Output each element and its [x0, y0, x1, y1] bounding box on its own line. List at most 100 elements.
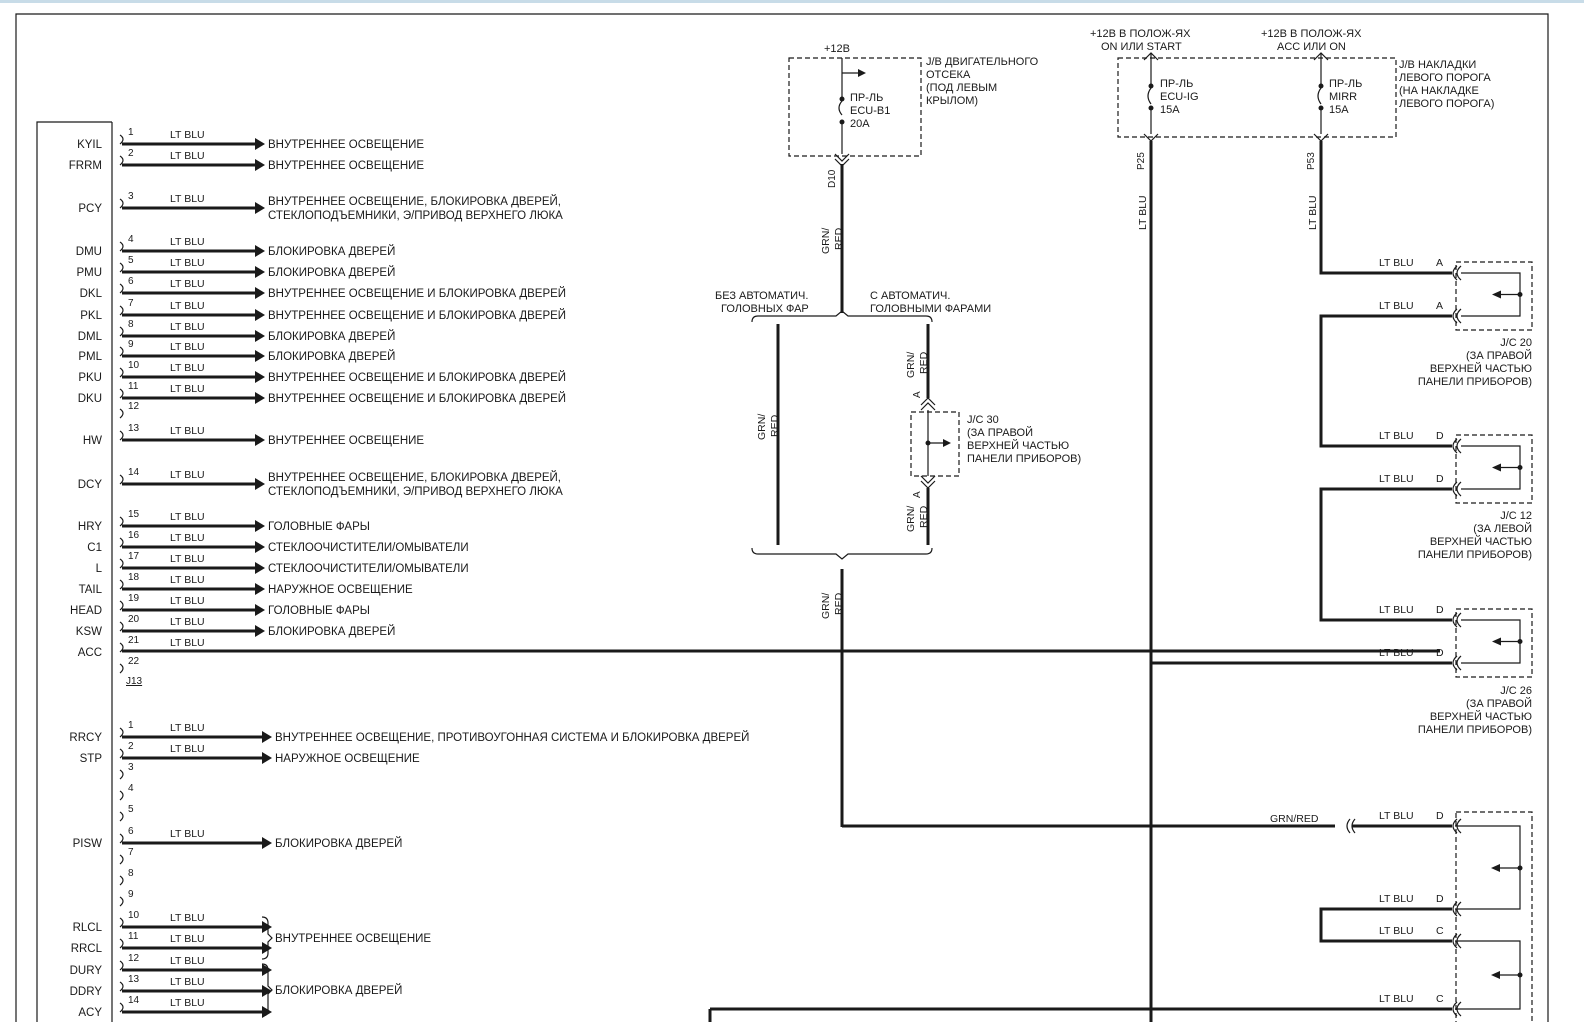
j13-pin-5-number: 5	[128, 255, 134, 266]
jc26-pin-1-letter: D	[1436, 647, 1444, 659]
branch-without-wire-l1: GRN/	[756, 414, 768, 440]
jc12-pin-1-wire: LT BLU	[1379, 473, 1414, 485]
j13-pin-8-bracket	[119, 326, 124, 337]
pin-p53: P53	[1306, 152, 1317, 170]
j13-pin-14-bracket	[119, 474, 124, 485]
c2-pin-7-number: 7	[128, 847, 134, 858]
j13-pin-13-wire: LT BLU	[170, 425, 205, 437]
branch-with-l1: С АВТОМАТИЧ.	[870, 290, 950, 302]
j13-pin-18-wire: LT BLU	[170, 574, 205, 586]
c2-pin-2-arrow	[262, 752, 272, 764]
j13-pin-3-arrow	[255, 202, 265, 214]
c2-pin-1-name: RRCY	[69, 732, 102, 744]
j13-pin-2-arrow	[255, 159, 265, 171]
j13-pin-8-dest-0: БЛОКИРОВКА ДВЕРЕЙ	[268, 330, 395, 343]
engine-jb-fuse-l1: ПР-ЛЬ	[850, 92, 883, 104]
jc12-pin-0-wire: LT BLU	[1379, 430, 1414, 442]
j13-pin-21-name: ACC	[78, 647, 102, 659]
mirr-wire-color: LT BLU	[1307, 195, 1319, 230]
j13-pin-4-dest-0: БЛОКИРОВКА ДВЕРЕЙ	[268, 245, 395, 258]
j13-pin-10-name: PKU	[78, 372, 102, 384]
j13-pin-2-wire: LT BLU	[170, 150, 205, 162]
bottom-jc-pin-0-letter: D	[1436, 810, 1444, 822]
j13-pin-6-arrow	[255, 287, 265, 299]
c2-pin-12-name: DURY	[70, 965, 103, 977]
j13-pin-13-number: 13	[128, 423, 140, 434]
j13-pin-16-bracket	[119, 537, 124, 548]
jc20-pin-1-wire: LT BLU	[1379, 300, 1414, 312]
j13-pin-15-arrow	[255, 520, 265, 532]
j13-pin-19-number: 19	[128, 593, 140, 604]
jc12-pin-1-symbol	[1452, 481, 1462, 497]
supply-ign-l1: +12В В ПОЛОЖ-ЯХ	[1090, 28, 1191, 40]
c2-pin-11-number: 11	[128, 931, 139, 942]
fuse-ign-l3: 15A	[1160, 104, 1180, 116]
j13-pin-9-bracket	[119, 346, 124, 357]
j13-pin-21-bracket	[119, 642, 124, 653]
c2-pin-13-arrow	[262, 985, 272, 997]
c2-pin-10-wire: LT BLU	[170, 912, 205, 924]
jc26-pin-1-wire: LT BLU	[1379, 647, 1414, 659]
j13-pin-6-dest-0: ВНУТРЕННЕЕ ОСВЕЩЕНИЕ И БЛОКИРОВКА ДВЕРЕЙ	[268, 287, 566, 300]
j13-pin-15-number: 15	[128, 509, 140, 520]
branch-without-l1: БЕЗ АВТОМАТИЧ.	[715, 290, 808, 302]
j13-pin-4-arrow	[255, 245, 265, 257]
engine-jb-title-l4: КРЫЛОМ)	[926, 95, 978, 107]
j13-pin-11-wire: LT BLU	[170, 383, 205, 395]
j13-pin-7-bracket	[119, 305, 124, 316]
engine-jb-pin: D10	[827, 169, 838, 188]
c2-pin-11-arrow	[262, 942, 272, 954]
j13-pin-16-arrow	[255, 541, 265, 553]
j13-pin-20-dest-0: БЛОКИРОВКА ДВЕРЕЙ	[268, 625, 395, 638]
jc12-arrow-icon	[1492, 463, 1501, 472]
j13-pin-19-arrow	[255, 604, 265, 616]
j13-pin-7-name: PKL	[80, 310, 102, 322]
engine-jb-title-l3: (ПОД ЛЕВЫМ	[926, 82, 997, 94]
j13-pin-21-number: 21	[128, 635, 140, 646]
c2-pin-14-name: ACY	[78, 1007, 102, 1019]
engine-jb-fuse-l3: 20A	[850, 118, 870, 130]
c2-pin-9-number: 9	[128, 889, 134, 900]
jc30-label-l4: ПАНЕЛИ ПРИБОРОВ)	[967, 453, 1081, 465]
j13-pin-1-arrow	[255, 138, 265, 150]
j13-pin-1-name: KYIL	[77, 139, 103, 151]
j13-pin-12-number: 12	[128, 401, 140, 412]
j13-pin-7-wire: LT BLU	[170, 300, 205, 312]
j13-pin-6-bracket	[119, 283, 124, 294]
c2-pin-4-number: 4	[128, 783, 134, 794]
c2-pin-3-bracket	[119, 769, 124, 780]
fuse-mirr-l2: MIRR	[1329, 91, 1357, 103]
jc12-pin-1-letter: D	[1436, 473, 1444, 485]
jc12-label-1: (ЗА ЛЕВОЙ	[1473, 522, 1532, 535]
c2-pin-2-name: STP	[80, 753, 103, 765]
j13-pin-4-wire: LT BLU	[170, 236, 205, 248]
branch-without-wire-l2: RED	[769, 414, 781, 437]
jc26-label-2: ВЕРХНЕЙ ЧАСТЬЮ	[1430, 710, 1532, 723]
j13-pin-8-name: DML	[78, 331, 103, 343]
c2-pin-8-bracket	[119, 875, 124, 886]
j13-pin-3-name: PCY	[78, 203, 102, 215]
j13-pin-22-bracket	[119, 663, 124, 674]
j13-pin-9-arrow	[255, 350, 265, 362]
j13-pin-2-dest-0: ВНУТРЕННЕЕ ОСВЕЩЕНИЕ	[268, 160, 424, 172]
j13-pin-17-bracket	[119, 558, 124, 569]
frame-top-edge	[0, 0, 1584, 3]
j13-pin-6-wire: LT BLU	[170, 278, 205, 290]
c2-pin-2-number: 2	[128, 741, 134, 752]
c2-pin-10-arrow	[262, 921, 272, 933]
j13-pin-13-arrow	[255, 434, 265, 446]
jc20-label-1: (ЗА ПРАВОЙ	[1466, 349, 1532, 362]
c2-pin-6-bracket	[119, 833, 124, 844]
j13-pin-16-number: 16	[128, 530, 140, 541]
j13-pin-20-number: 20	[128, 614, 140, 625]
grn-red-wire-top-l1: GRN/	[820, 228, 832, 254]
jc20-arrow-icon	[1492, 290, 1501, 299]
jc20-pin-0-symbol	[1452, 265, 1462, 281]
c2-pin-1-dest-0: ВНУТРЕННЕЕ ОСВЕЩЕНИЕ, ПРОТИВОУГОННАЯ СИС…	[275, 731, 749, 744]
jc26-pin-1-symbol	[1452, 655, 1462, 671]
branch-without-l2: ГОЛОВНЫХ ФАР	[721, 303, 809, 315]
j13-pin-5-bracket	[119, 262, 124, 273]
j13-pin-11-dest-0: ВНУТРЕННЕЕ ОСВЕЩЕНИЕ И БЛОКИРОВКА ДВЕРЕЙ	[268, 392, 566, 405]
